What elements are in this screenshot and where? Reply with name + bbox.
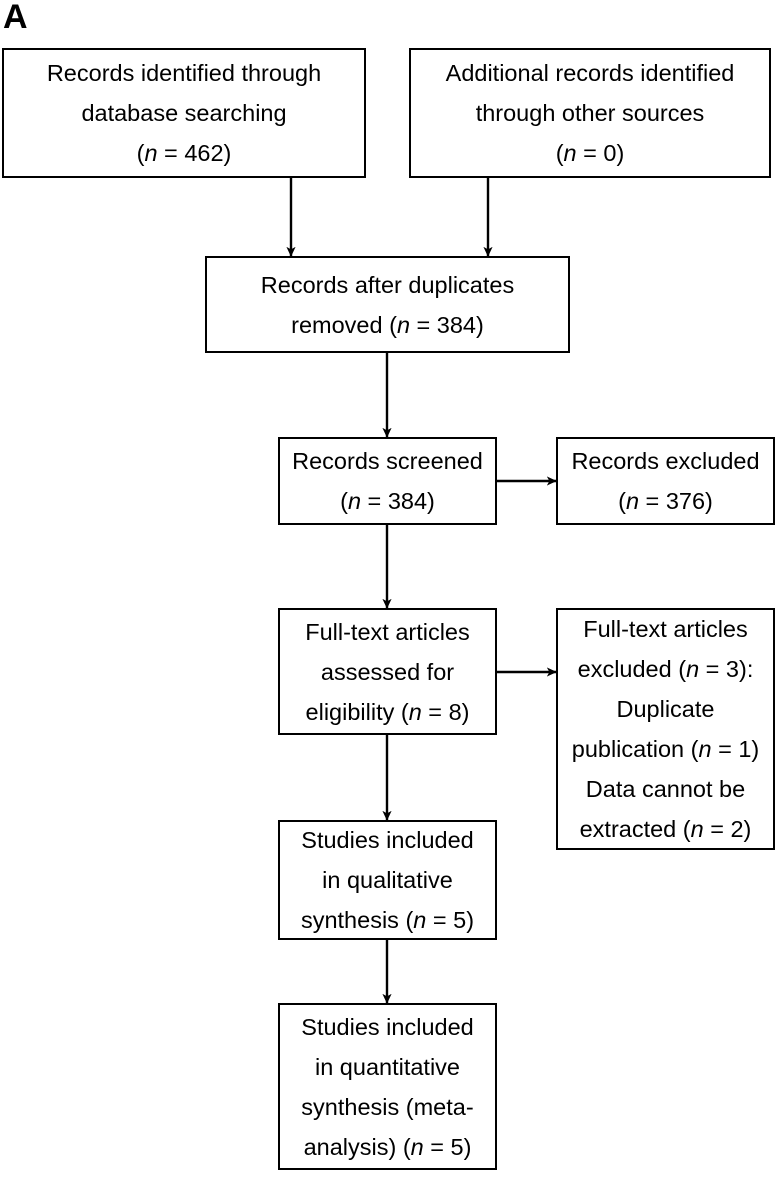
node-line: in quantitative [314,1053,461,1080]
node-line: database searching [81,100,287,126]
node-line: (n = 384) [340,488,435,514]
node-line: Studies included [301,1013,474,1040]
node-records-after-duplicates-removed: Records after duplicates removed (n = 38… [205,256,570,353]
node-studies-qualitative: Studies included in qualitative synthesi… [278,820,497,940]
node-line: Records excluded [571,448,760,474]
node-line: removed (n = 384) [291,311,484,338]
node-line: synthesis (meta- [301,1093,474,1120]
panel-label-a: A [3,0,28,36]
node-line: (n = 0) [555,140,625,166]
node-studies-quantitative: Studies included in quantitative synthes… [278,1003,497,1170]
node-records-identified-database: Records identified through database sear… [2,48,366,178]
node-line: Studies included [301,827,474,853]
node-records-excluded: Records excluded (n = 376) [556,437,775,525]
node-line: Additional records identified [445,60,735,86]
node-additional-records-other-sources: Additional records identified through ot… [409,48,771,178]
node-line: Full-text articles [583,616,748,642]
node-line: publication (n = 1) [571,736,760,762]
node-line: Full-text articles [305,618,470,645]
node-full-text-assessed: Full-text articles assessed for eligibil… [278,608,497,735]
node-line: extracted (n = 2) [579,816,752,842]
node-line: Data cannot be [585,776,746,802]
node-line: through other sources [475,100,705,126]
node-line: Duplicate [616,696,715,722]
node-line: in qualitative [322,867,453,893]
node-line: Records screened [292,448,483,474]
node-line: analysis) (n = 5) [303,1133,472,1160]
node-line: (n = 376) [618,488,713,514]
node-line: assessed for [320,658,455,685]
node-line: synthesis (n = 5) [300,907,475,933]
node-records-screened: Records screened (n = 384) [278,437,497,525]
node-line: excluded (n = 3): [577,656,754,682]
node-line: Records after duplicates [260,271,515,298]
node-line: eligibility (n = 8) [305,698,470,725]
node-full-text-excluded: Full-text articles excluded (n = 3): Dup… [556,608,775,850]
node-line: Records identified through [46,60,322,86]
node-line: (n = 462) [136,140,232,166]
